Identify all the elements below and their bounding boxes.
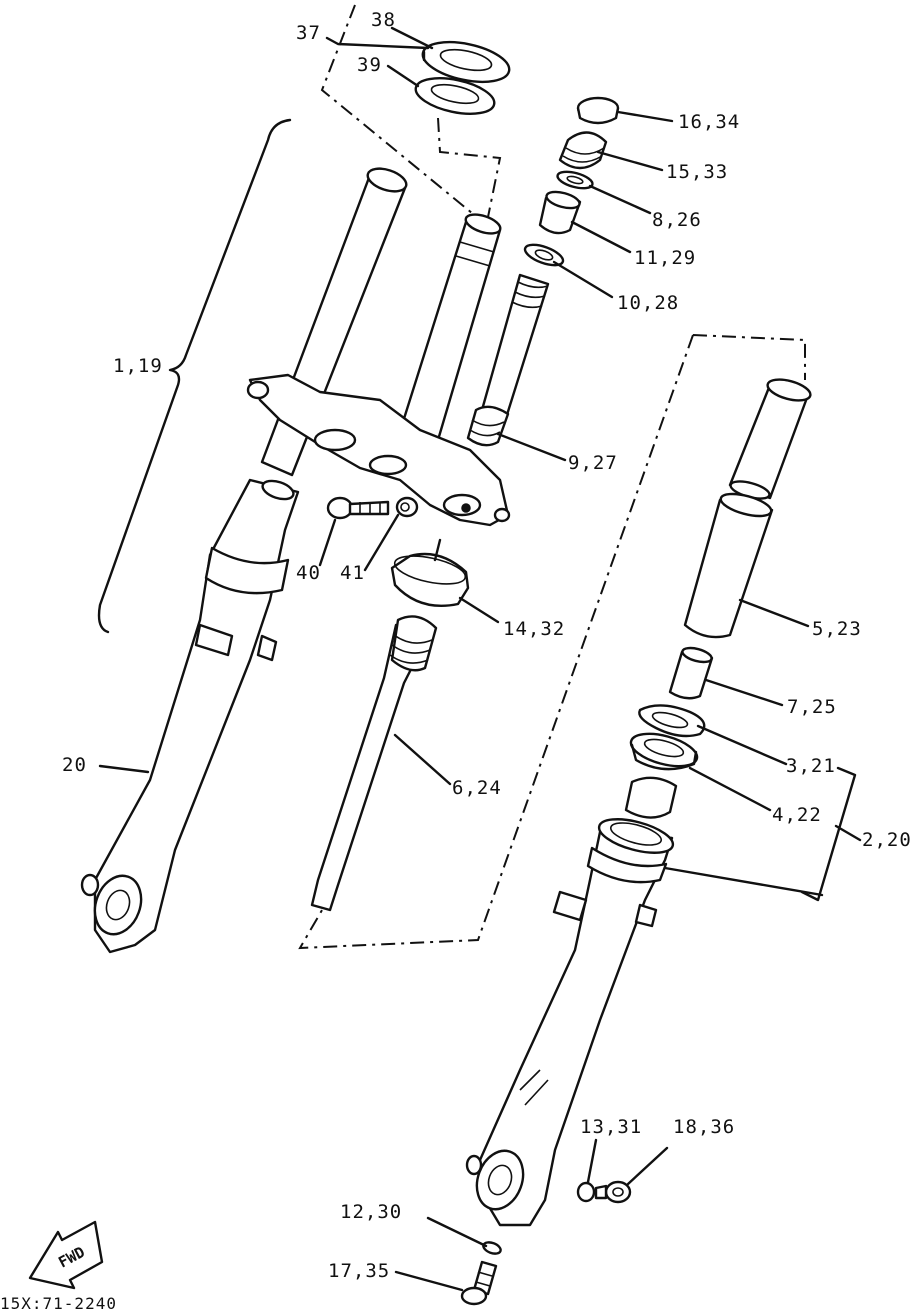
label-part-17-35: 17,35 (328, 1260, 391, 1282)
washer-13-31 (576, 1181, 596, 1203)
label-part-4-22: 4,22 (772, 804, 822, 826)
label-part-41: 41 (340, 562, 365, 584)
bearing-seal-38 (421, 40, 511, 84)
gasket-12-30 (482, 1241, 502, 1255)
fork-outer-tube-right (465, 818, 675, 1227)
label-part-5-23: 5,23 (812, 618, 862, 640)
label-part-3-21: 3,21 (786, 755, 836, 777)
bracket-2-20 (800, 766, 862, 902)
label-part-13-31: 13,31 (580, 1116, 643, 1138)
inner-tube-5-23 (683, 492, 774, 639)
diagram-code: 15X:71-2240 (0, 1294, 117, 1313)
label-part-6-24: 6,24 (452, 777, 502, 799)
spring-9-27 (466, 405, 510, 447)
bushing (624, 776, 678, 819)
pinch-bolt-40 (326, 496, 390, 520)
washer-41 (395, 496, 419, 518)
damper-rod-6-24 (310, 615, 438, 912)
clip-3-21 (638, 704, 706, 738)
under-bracket (246, 373, 511, 527)
label-part-2-20: 2,20 (862, 829, 912, 851)
label-part-16-34: 16,34 (678, 111, 741, 133)
dust-seal-14-32 (390, 552, 470, 608)
fork-cover-upper (728, 378, 812, 500)
label-part-39: 39 (357, 54, 382, 76)
label-part-37: 37 (296, 22, 321, 44)
fwd-arrow-icon: FWD (28, 1220, 104, 1290)
assembly-line-inner-tube-box (298, 334, 806, 950)
washer-10-28 (523, 243, 565, 267)
label-part-18-36: 18,36 (673, 1116, 736, 1138)
label-part-20: 20 (62, 754, 87, 776)
collar-11-29 (538, 190, 582, 235)
label-part-38: 38 (371, 9, 396, 31)
collar-7-25 (668, 646, 714, 700)
label-part-9-27: 9,27 (568, 452, 618, 474)
fork-spring-upper (480, 273, 550, 420)
label-part-14-32: 14,32 (503, 618, 566, 640)
label-part-40: 40 (296, 562, 321, 584)
oil-seal-4-22 (629, 732, 699, 771)
label-part-1-19: 1,19 (113, 355, 163, 377)
bolt-18-36 (594, 1180, 632, 1204)
spring-seat-15-33 (558, 131, 608, 170)
label-part-15-33: 15,33 (666, 161, 729, 183)
bracket-1-19 (97, 118, 292, 634)
cap-bolt-16-34 (576, 96, 620, 125)
assembly-line-steering-stem (320, 4, 502, 223)
label-part-7-25: 7,25 (787, 696, 837, 718)
label-part-8-26: 8,26 (652, 209, 702, 231)
label-part-10-28: 10,28 (617, 292, 680, 314)
label-part-11-29: 11,29 (634, 247, 697, 269)
leader-lines (98, 26, 824, 1292)
bearing-seal-39 (414, 77, 496, 115)
washer-8-26 (556, 170, 594, 190)
fork-outer-tube-left (80, 478, 300, 954)
label-part-12-30: 12,30 (340, 1201, 403, 1223)
bolt-17-35 (460, 1260, 498, 1306)
